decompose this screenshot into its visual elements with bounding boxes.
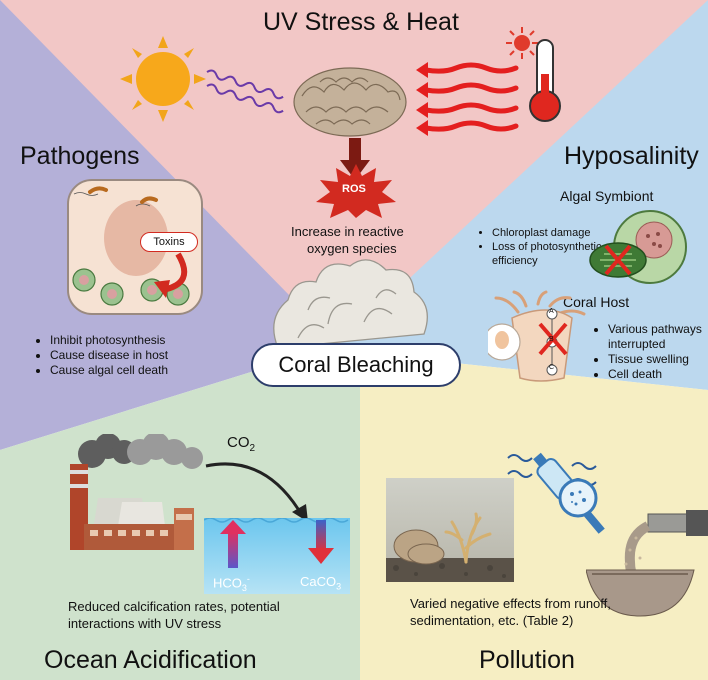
algal-bullet: Loss of photosynthetic: [492, 240, 601, 254]
caco3-down-arrow: [308, 520, 334, 564]
acidification-caption-line1: Reduced calcification rates, potential: [68, 599, 280, 614]
toxins-badge: Toxins: [140, 232, 198, 252]
ros-caption-line1: Increase in reactive: [291, 224, 404, 239]
pathogens-bullets: Inhibit photosynthesis Cause disease in …: [36, 333, 168, 378]
algal-bullets: Chloroplast damage Loss of photosyntheti…: [478, 226, 601, 268]
algal-symbiont-title: Algal Symbiont: [560, 188, 654, 204]
host-bullet: Cell death: [608, 367, 702, 382]
coral-host-title: Coral Host: [563, 294, 630, 310]
pathogens-bullet: Inhibit photosynthesis: [50, 333, 168, 348]
microplastics-icon: [507, 452, 605, 534]
acidification-title: Ocean Acidification: [44, 646, 257, 674]
co2-label: CO2: [227, 434, 256, 454]
small-sun-icon: [506, 27, 538, 59]
hyposalinity-title: Hyposalinity: [564, 142, 699, 170]
pathway-node-b: B: [549, 336, 554, 343]
hco3-label: HCO3-: [213, 574, 250, 593]
center-label: Coral Bleaching: [251, 343, 461, 387]
ros-caption-line2: oxygen species: [307, 241, 397, 256]
hco3-up-arrow: [220, 520, 246, 568]
pathogens-bullet: Cause disease in host: [50, 348, 168, 363]
thermometer-icon: [529, 39, 561, 122]
polluted-reef-icon: [386, 478, 514, 582]
pollution-caption-line1: Varied negative effects from runoff,: [410, 596, 611, 611]
ros-label: ROS: [342, 183, 366, 195]
host-bullet: Tissue swelling: [608, 352, 702, 367]
algal-bullet: Chloroplast damage: [492, 226, 601, 240]
host-bullet: Various pathways: [608, 322, 702, 337]
uv-rays-icon: [206, 69, 284, 114]
coral-host-bullets: Various pathways interrupted Tissue swel…: [594, 322, 702, 382]
pollution-caption-line2: sedimentation, etc. (Table 2): [410, 613, 574, 628]
factory-icon: [70, 434, 203, 550]
heat-waves-icon: [416, 62, 519, 136]
pathogens-title: Pathogens: [20, 142, 140, 170]
ros-burst-icon: [316, 164, 396, 218]
chloroplast-icon: [589, 242, 647, 278]
host-cell-icon: [67, 179, 203, 315]
uv-heat-title: UV Stress & Heat: [263, 8, 459, 36]
coral-polyp-icon: [488, 290, 586, 382]
host-bullet-cont: interrupted: [608, 337, 666, 351]
acidification-caption-line2: interactions with UV stress: [68, 616, 222, 631]
caco3-label: CaCO3: [300, 574, 342, 592]
pollution-title: Pollution: [479, 646, 575, 674]
pathway-node-c: C: [549, 364, 555, 371]
algal-bullet-cont: efficiency: [492, 255, 538, 267]
pathway-node-a: A: [549, 308, 554, 315]
pathogens-bullet: Cause algal cell death: [50, 363, 168, 378]
runoff-pipe-icon: [586, 510, 708, 617]
bleached-coral-icon: [273, 259, 428, 349]
coral-icon: [293, 67, 407, 137]
ocean-water-icon: [204, 518, 350, 594]
sun-icon: [120, 36, 206, 122]
